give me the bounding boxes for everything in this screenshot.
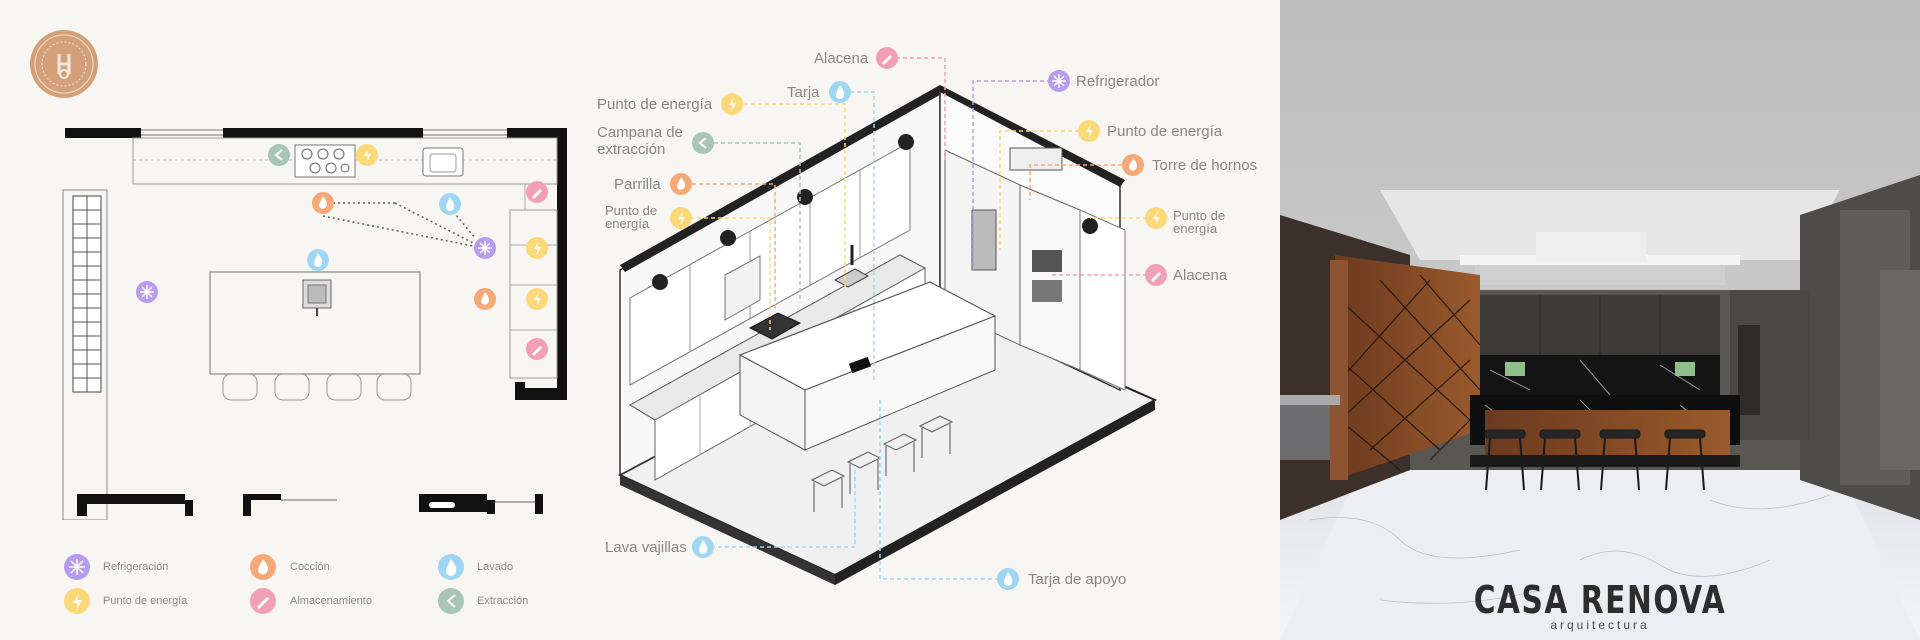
legend-refrigeracion: Refrigeración	[103, 561, 169, 573]
render-illustration	[1280, 0, 1920, 640]
lightning-icon	[1078, 120, 1100, 142]
snowflake-icon	[136, 281, 158, 303]
lightning-icon	[1145, 207, 1167, 229]
studio-logo-seal	[30, 30, 98, 98]
pencil-icon	[526, 338, 548, 360]
label-punto-energia-c: Punto de energía	[605, 203, 658, 231]
flame-icon	[250, 554, 276, 580]
legend-icons	[64, 554, 464, 614]
legend-coccion: Cocción	[290, 561, 330, 573]
callout-bubbles	[670, 47, 1167, 590]
snowflake-icon	[474, 237, 496, 259]
label-punto-energia-d: Punto de energía	[1173, 208, 1226, 236]
extraction-icon	[268, 144, 290, 166]
water-drop-icon	[438, 554, 464, 580]
pencil-icon	[526, 181, 548, 203]
brand-subtitle: arquitectura	[1550, 618, 1650, 632]
water-drop-icon	[692, 536, 714, 558]
lightning-icon	[670, 207, 692, 229]
kitchen-render-photo: CASA RENOVA arquitectura	[1280, 0, 1920, 640]
flame-icon	[474, 288, 496, 310]
pencil-icon	[250, 588, 276, 614]
legend-energia: Punto de energía	[103, 595, 188, 607]
flame-icon	[312, 192, 334, 214]
water-drop-icon	[829, 81, 851, 103]
pencil-icon	[876, 47, 898, 69]
lightning-icon	[526, 288, 548, 310]
floor-plan-markers	[136, 144, 548, 360]
label-alacena-top: Alacena	[814, 50, 869, 67]
water-drop-icon	[997, 568, 1019, 590]
kitchen-diagram-board: Alacena Tarja Refrigerador Punto de ener…	[30, 30, 1258, 614]
lightning-icon	[64, 588, 90, 614]
floor-plan	[62, 128, 567, 520]
label-alacena-right: Alacena	[1173, 267, 1228, 284]
label-parrilla: Parrilla	[614, 176, 661, 193]
label-refrigerador: Refrigerador	[1076, 73, 1160, 90]
label-tarja-apoyo: Tarja de apoyo	[1028, 571, 1127, 588]
snowflake-icon	[64, 554, 90, 580]
label-punto-energia-b: Punto de energía	[1107, 123, 1223, 140]
callout-leaders	[690, 57, 1154, 580]
water-drop-icon	[307, 249, 329, 271]
label-punto-energia-a: Punto de energía	[597, 96, 713, 113]
chevron-left-icon	[692, 132, 714, 154]
water-drop-icon	[439, 193, 461, 215]
pencil-icon	[1145, 264, 1167, 286]
chevron-left-icon	[438, 588, 464, 614]
label-lava-vajillas: Lava vajillas	[605, 539, 687, 556]
label-torre-hornos: Torre de hornos	[1152, 157, 1258, 174]
isometric-kitchen-view	[617, 85, 1158, 585]
label-campana: Campana de extracción	[597, 124, 683, 158]
snowflake-icon	[1048, 70, 1070, 92]
brand-name: CASA RENOVA	[1473, 578, 1727, 622]
lightning-icon	[356, 144, 378, 166]
flame-icon	[1122, 154, 1144, 176]
flame-icon	[670, 173, 692, 195]
legend-lavado: Lavado	[477, 561, 514, 573]
lightning-icon	[526, 237, 548, 259]
label-tarja: Tarja	[787, 84, 820, 101]
legend-almacenamiento: Almacenamiento	[290, 595, 372, 607]
lightning-icon	[721, 93, 743, 115]
legend-extraccion: Extracción	[477, 595, 529, 607]
